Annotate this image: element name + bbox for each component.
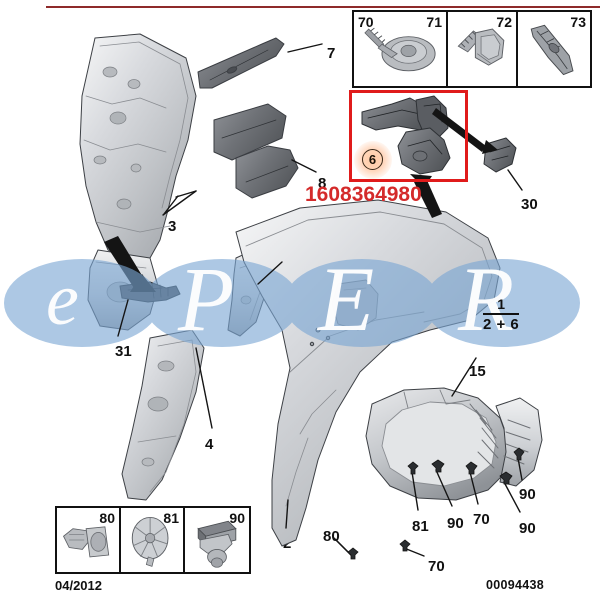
part-6-highlighted-bracket: [361, 95, 451, 175]
quantity-fraction-callout: 1 2 + 6: [483, 296, 520, 333]
fastener-70-b: [399, 539, 411, 552]
cell-number-80: 80: [99, 510, 115, 526]
screw-and-washer-icon: [364, 27, 436, 72]
leader-3-tail: [163, 195, 179, 215]
fastener-80-b: [347, 547, 359, 560]
bottom-fastener-strip: 80 81 90: [55, 506, 251, 574]
leader-8: [291, 159, 317, 173]
date-stamp: 04/2012: [55, 578, 102, 593]
diagram-reference-number: 00094438: [486, 578, 545, 592]
leader-3: [175, 190, 197, 198]
strip-cell-90[interactable]: 90: [185, 508, 249, 572]
leader-90-a: [435, 469, 453, 507]
fraction-denominator: 2 + 6: [483, 316, 520, 333]
callout-81[interactable]: 81: [412, 518, 429, 535]
cell-number-71: 71: [426, 14, 442, 30]
hex-flange-bolt-icon: [457, 28, 505, 66]
strip-cell-73[interactable]: 73: [518, 12, 590, 86]
leader-90-b: [503, 481, 521, 513]
fastener-90-a: [431, 459, 445, 473]
cell-number-90: 90: [229, 510, 245, 526]
callout-15[interactable]: 15: [469, 363, 486, 380]
leader-7: [287, 43, 323, 53]
callout-70-b[interactable]: 70: [428, 558, 445, 575]
callout-90-b[interactable]: 90: [519, 520, 536, 537]
square-flange-clip-icon: [62, 526, 110, 558]
callout-8[interactable]: 8: [318, 175, 327, 192]
fraction-bar: [483, 313, 520, 315]
part-8-reinforcement: [213, 103, 299, 199]
cell-number-72: 72: [496, 14, 512, 30]
cell-number-70: 70: [358, 14, 374, 30]
part-3-inner-panel: [79, 33, 197, 263]
leader-4: [195, 347, 213, 429]
leader-15: [451, 357, 477, 397]
top-rule-divider: [46, 6, 600, 8]
retainer-clip-icon: [530, 24, 574, 76]
fastener-90-b: [499, 471, 513, 485]
fastener-81: [407, 461, 419, 475]
highlighted-part-box[interactable]: [349, 90, 468, 182]
callout-7[interactable]: 7: [327, 45, 336, 62]
part-7-brace: [197, 37, 285, 89]
strip-cell-80[interactable]: 80: [57, 508, 121, 572]
leader-3b: [162, 190, 197, 216]
callout-90-c[interactable]: 90: [519, 486, 536, 503]
part-6-to-30-arrow: [432, 108, 498, 154]
top-fastener-strip: 70 71 72 73: [352, 10, 592, 88]
callout-6-marker[interactable]: 6: [362, 149, 383, 170]
strip-cell-72[interactable]: 72: [448, 12, 518, 86]
cell-number-73: 73: [570, 14, 586, 30]
leader-81: [411, 471, 419, 511]
cell-number-81: 81: [163, 510, 179, 526]
callout-3[interactable]: 3: [168, 218, 177, 235]
fastener-70-a: [465, 461, 478, 475]
callout-30[interactable]: 30: [521, 196, 538, 213]
callout-70-a[interactable]: 70: [473, 511, 490, 528]
fraction-numerator: 1: [497, 296, 506, 312]
rosette-fan-clip-icon: [131, 516, 169, 567]
strip-cell-81[interactable]: 81: [121, 508, 185, 572]
strip-cell-70-71[interactable]: 70 71: [354, 12, 448, 86]
push-rivet-clip-icon: [197, 520, 237, 568]
callout-90-a[interactable]: 90: [447, 515, 464, 532]
leader-30: [507, 169, 523, 191]
fastener-90-c: [513, 447, 525, 461]
callout-31[interactable]: 31: [115, 343, 132, 360]
leader-90-c: [517, 457, 523, 481]
highlighted-part-number: 1608364980: [305, 183, 422, 206]
leader-2: [285, 499, 289, 529]
callout-4[interactable]: 4: [205, 436, 214, 453]
leader-70-a: [469, 471, 479, 505]
